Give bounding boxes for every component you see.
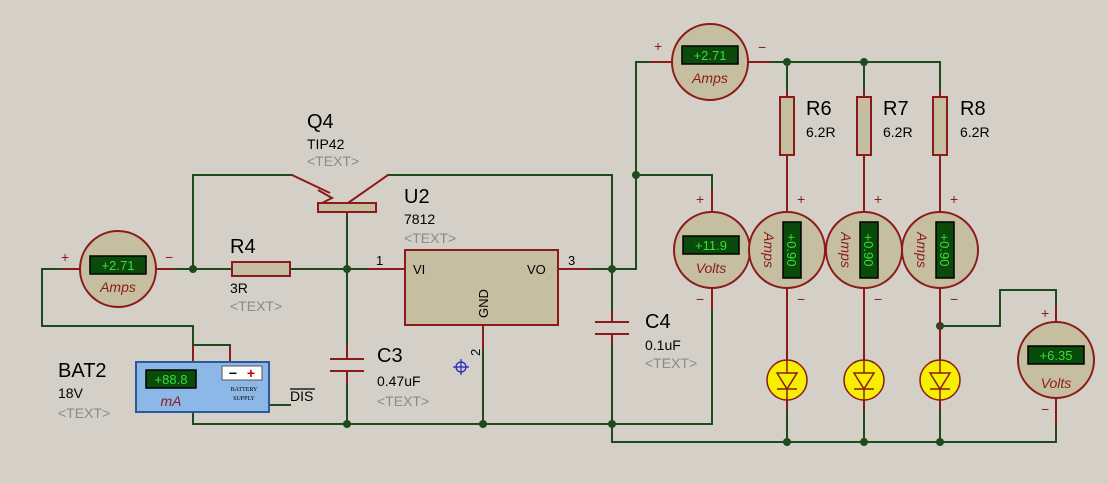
u2-pin2: 2	[468, 349, 483, 356]
voltmeter-led-plus: +	[1041, 305, 1049, 321]
r7-ref: R7	[883, 98, 909, 120]
resistor-r8[interactable]: R8 6.2R	[932, 90, 990, 190]
ammeter-top-reading: +2.71	[694, 48, 727, 63]
ammeter-r8[interactable]: +0.90 Amps + −	[901, 190, 979, 326]
junctions	[189, 58, 944, 446]
r8-value: 6.2R	[960, 124, 990, 140]
ammeter-top-plus: +	[654, 38, 662, 54]
battery-label-1: BATTERY	[231, 387, 258, 393]
c4-value: 0.1uF	[645, 337, 681, 353]
u2-pin3: 3	[568, 253, 575, 268]
ammeter-r8-minus: −	[950, 291, 958, 307]
ammeter-r6[interactable]: +0.90 Amps + −	[748, 190, 826, 310]
r6-value: 6.2R	[806, 124, 836, 140]
u2-pin-vi: VI	[413, 262, 425, 277]
battery-bat2[interactable]: +88.8 mA − + BATTERY SUPPLY BAT2 18V <TE…	[58, 344, 315, 421]
battery-minus-terminal: −	[229, 365, 237, 381]
ammeter-r8-reading: +0.90	[937, 234, 952, 267]
c3-text: <TEXT>	[377, 393, 429, 409]
led-icon[interactable]	[766, 310, 808, 410]
c4-text: <TEXT>	[645, 355, 697, 371]
battery-reading: +88.8	[155, 372, 188, 387]
u2-pin1: 1	[376, 253, 383, 268]
battery-plus-terminal: +	[247, 365, 255, 381]
u2-pin-vo: VO	[527, 262, 546, 277]
voltmeter-output-unit: Volts	[696, 260, 727, 276]
crosshair-icon	[453, 359, 469, 375]
ammeter-r8-unit: Amps	[914, 231, 930, 268]
ammeter-input-reading: +2.71	[102, 258, 135, 273]
resistor-r7[interactable]: R7 6.2R	[856, 90, 913, 190]
voltmeter-led-minus: −	[1041, 401, 1049, 417]
led-icon[interactable]	[843, 310, 885, 410]
ammeter-input-minus: −	[165, 249, 173, 265]
voltmeter-output-minus: −	[696, 291, 704, 307]
regulator-u2[interactable]: VI VO GND 1 3 2 U2 7812 <TEXT>	[368, 186, 590, 356]
battery-label-2: SUPPLY	[233, 396, 255, 402]
ammeter-r6-reading: +0.90	[784, 234, 799, 267]
ammeter-top[interactable]: +2.71 Amps + −	[650, 23, 770, 101]
r4-ref: R4	[230, 236, 256, 258]
q4-value: TIP42	[307, 136, 345, 152]
ammeter-r7-reading: +0.90	[861, 234, 876, 267]
voltmeter-led[interactable]: +6.35 Volts + −	[1017, 305, 1095, 425]
resistor-r6[interactable]: R6 6.2R	[779, 90, 836, 190]
bat2-text: <TEXT>	[58, 405, 110, 421]
r6-ref: R6	[806, 98, 832, 120]
ammeter-r8-plus: +	[950, 191, 958, 207]
voltmeter-output-plus: +	[696, 191, 704, 207]
u2-text: <TEXT>	[404, 230, 456, 246]
ammeter-r6-minus: −	[797, 291, 805, 307]
bat2-dis: DIS	[290, 388, 313, 404]
u2-value: 7812	[404, 211, 435, 227]
c3-ref: C3	[377, 345, 403, 367]
u2-ref: U2	[404, 186, 430, 208]
ammeter-input[interactable]: +2.71 Amps + −	[61, 230, 174, 308]
u2-pin-gnd: GND	[476, 289, 491, 318]
ammeter-r7-unit: Amps	[838, 231, 854, 268]
ammeter-r7-plus: +	[874, 191, 882, 207]
ammeter-r7[interactable]: +0.90 Amps + −	[825, 190, 903, 310]
voltmeter-led-reading: +6.35	[1040, 348, 1073, 363]
c4-ref: C4	[645, 311, 671, 333]
capacitor-c3[interactable]: C3 0.47uF <TEXT>	[330, 345, 429, 409]
ammeter-r7-minus: −	[874, 291, 882, 307]
ammeter-r6-unit: Amps	[761, 231, 777, 268]
r4-value: 3R	[230, 280, 248, 296]
r4-text: <TEXT>	[230, 298, 282, 314]
transistor-q4[interactable]: Q4 TIP42 <TEXT>	[291, 111, 389, 215]
led-icon[interactable]	[919, 326, 961, 410]
voltmeter-output-reading: +11.9	[695, 238, 727, 253]
voltmeter-output[interactable]: +11.9 Volts + −	[673, 190, 751, 310]
battery-unit: mA	[161, 393, 182, 409]
q4-ref: Q4	[307, 111, 334, 133]
r8-ref: R8	[960, 98, 986, 120]
capacitor-c4[interactable]: C4 0.1uF <TEXT>	[595, 310, 697, 371]
ammeter-input-unit: Amps	[99, 279, 136, 295]
ammeter-top-unit: Amps	[691, 70, 728, 86]
ammeter-input-plus: +	[61, 249, 69, 265]
ammeter-r6-plus: +	[797, 191, 805, 207]
bat2-ref: BAT2	[58, 360, 107, 382]
voltmeter-led-unit: Volts	[1041, 375, 1072, 391]
resistor-r4[interactable]: R4 3R <TEXT>	[230, 236, 291, 314]
ammeter-top-minus: −	[758, 39, 766, 55]
r7-value: 6.2R	[883, 124, 913, 140]
q4-text: <TEXT>	[307, 153, 359, 169]
c3-value: 0.47uF	[377, 373, 421, 389]
bat2-value: 18V	[58, 385, 84, 401]
